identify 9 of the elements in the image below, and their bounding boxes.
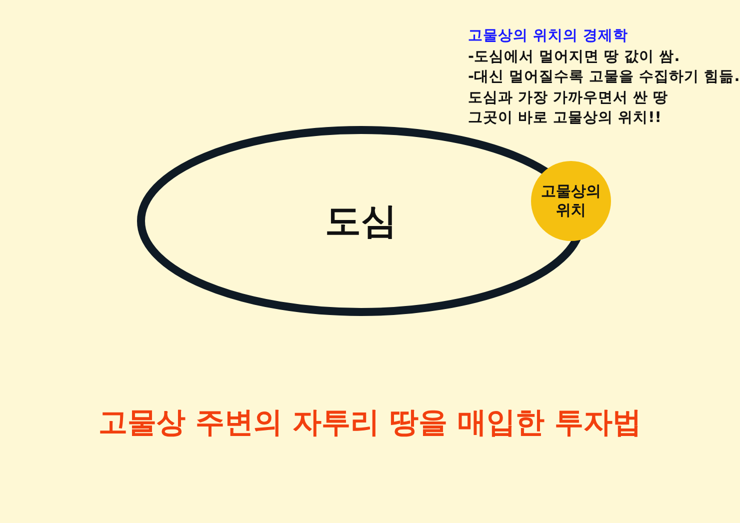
note-line: 도심과 가장 가까우면서 싼 땅 — [468, 88, 668, 106]
note-line: -도심에서 멀어지면 땅 값이 쌈. — [468, 48, 680, 66]
title: 고물상 주변의 자투리 땅을 매입한 투자법 — [97, 404, 643, 441]
note-line: 그곳이 바로 고물상의 위치!! — [468, 109, 662, 127]
location-label: 고물상의 위치 — [540, 182, 602, 220]
location-circle — [531, 161, 611, 241]
note-line: -대신 멀어질수록 고물을 수집하기 힘듦. — [468, 68, 740, 86]
note-heading: 고물상의 위치의 경제학 — [468, 27, 628, 45]
city-label: 도심 — [325, 200, 397, 244]
